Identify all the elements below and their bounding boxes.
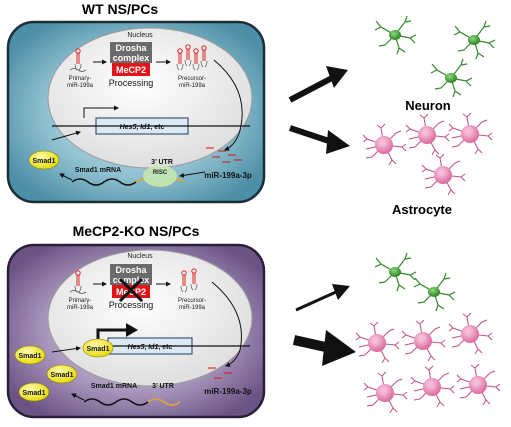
astrocyte-icon [401,319,446,362]
ko-primary-label-2: miR-199a [67,305,94,311]
ko-precursor-label-2: miR-199a [179,305,206,311]
wt-smad1-mrna-label: Smad1 mRNA [75,167,121,174]
astrocyte-icon [448,112,493,155]
ko-smad1-c-label: Smad1 [23,390,46,397]
ko-smad1-mrna-label: Smad1 mRNA [91,383,137,390]
astrocyte-label: Astrocyte [392,202,452,217]
astrocyte-icon [405,113,450,156]
wt-title: WT NS/PCs [82,1,158,17]
neuron-label: Neuron [405,98,451,113]
ko-export-arrow [211,281,242,367]
neuron-icon [453,20,496,60]
outcome-arrows [288,66,356,366]
neuron-icon [430,58,473,98]
ko-smad1-b [46,364,78,384]
wt-mecp2-label: MeCP2 [116,65,146,75]
wt-astrocyte-arrow [289,125,350,154]
ko-nucleus-label: Nucleus [127,253,153,260]
ko-primary-label-1: Primary- [69,298,92,304]
ko-drosha-label-2: complex [113,275,150,285]
ko-promoter-arrowhead [126,323,138,337]
wt-precursor-label-1: Precursor- [178,76,206,82]
wt-utr-label: 3’ UTR [151,159,173,166]
wt-risc-label: RISC [153,170,168,176]
wt-neuron-arrow [288,66,348,103]
neuron-icon [413,272,456,312]
astrocyte-icon [410,365,455,408]
wt-mir3p-label: miR-199a-3p [204,171,252,180]
wt-repression-arrow [179,171,206,178]
wt-neurons [374,15,496,98]
wt-smad1-label: Smad1 [33,158,56,165]
ko-neurons [374,252,456,312]
wt-smad1 [28,150,60,170]
wt-primary-label-1: Primary- [69,76,92,82]
ko-mrna-curve [83,398,149,406]
ko-drosha-label-1: Drosha [115,265,147,275]
wt-precursor-label-2: miR-199a [179,83,206,89]
ko-utr-curve [147,398,181,406]
wt-drosha-label-1: Drosha [115,43,147,53]
ko-smad1-b-label: Smad1 [51,372,74,379]
astrocyte-icon [362,123,407,166]
ko-translation-arrow [71,393,85,401]
ko-deletion-x-icon [118,277,144,303]
ko-mature-mirna-icon [208,367,232,379]
ko-panel: MeCP2-KO NS/PCs Nucleus Primary- miR-199… [6,223,266,419]
ko-astrocyte-arrow [292,330,356,366]
ko-processing-label: Processing [109,300,154,310]
ko-gene-label: Hes5, Id1, etc [128,344,173,351]
astrocyte-icon [421,153,466,196]
ko-smad1-bound [82,338,114,358]
ko-title: MeCP2-KO NS/PCs [73,223,200,239]
astrocyte-icon [456,363,501,406]
astrocyte-icon [448,312,493,355]
astrocyte-icon [363,371,408,414]
ko-smad1-a [14,345,46,365]
ko-precursor-label-1: Precursor- [178,298,206,304]
wt-processing-label: Processing [109,78,154,88]
ko-smad1-bound-label: Smad1 [87,346,110,353]
ko-primary-hairpin-icon [69,270,87,294]
wt-drosha-label-2: complex [113,53,150,63]
ko-mir3p-label: miR-199a-3p [204,387,252,396]
ko-smad1-a-label: Smad1 [19,353,42,360]
wt-risc [143,165,177,187]
wt-primary-label-2: miR-199a [67,83,94,89]
wt-astrocytes [362,112,493,196]
wt-nucleus-label: Nucleus [127,32,153,39]
neuron-icon [374,15,417,55]
wt-export-arrow [213,59,243,151]
wt-drosha-box [110,42,152,63]
wt-translation-arrow [59,173,73,181]
wt-mature-mirna-icon [206,147,242,163]
astrocyte-icon [355,321,400,364]
wt-primary-hairpin-icon [69,48,87,72]
wt-panel: WT NS/PCs Nucleus Primary- miR-199a Dros… [6,1,266,204]
wt-mrna-curve [71,178,137,186]
ko-smad1-c [18,382,50,402]
wt-promoter-arrow [83,105,119,118]
wt-gene-label: Hes5, Id1, etc [120,124,165,131]
ko-neuron-arrow [295,284,350,312]
ko-smad-activation-arrow [51,346,81,353]
ko-utr-label: 3’ UTR [152,383,174,390]
neuron-icon [374,252,417,292]
wt-smad-activation-arrow [51,130,81,141]
wt-mecp2-box [112,63,150,76]
ko-astrocytes [355,312,501,414]
